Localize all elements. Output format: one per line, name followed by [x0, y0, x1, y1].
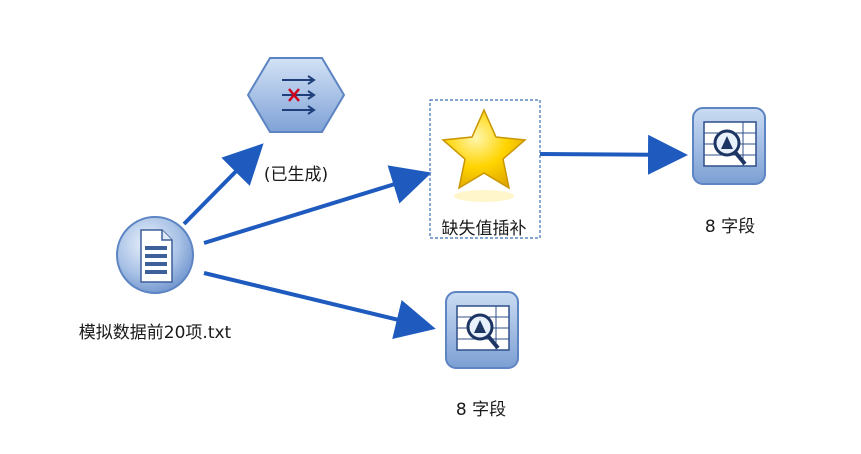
selection-box: [429, 99, 541, 239]
node-label-impute: 缺失值插补: [441, 219, 527, 239]
node-label-source: 模拟数据前20项.txt: [78, 323, 232, 343]
file-source-icon: [140, 229, 173, 283]
node-label-table-bottom: 8 字段: [455, 400, 507, 420]
node-impute[interactable]: [429, 99, 541, 239]
edge-impute-to-table-top[interactable]: [539, 134, 688, 175]
table-output-icon: [703, 121, 757, 167]
node-label-filter: (已生成): [263, 165, 329, 185]
table-output-icon: [456, 305, 510, 351]
node-label-table-top: 8 字段: [704, 217, 756, 237]
node-source[interactable]: [116, 216, 194, 294]
node-table-bottom[interactable]: [445, 291, 519, 369]
edge-source-to-table-bottom[interactable]: [203, 271, 436, 339]
filter-fields-icon: [282, 75, 316, 115]
node-filter[interactable]: [246, 57, 346, 133]
edge-source-to-impute[interactable]: [203, 165, 432, 245]
star-supernode-icon: [441, 108, 527, 190]
edges: [182, 134, 688, 339]
edge-source-to-filter[interactable]: [182, 143, 264, 226]
node-table-top[interactable]: [692, 107, 766, 185]
